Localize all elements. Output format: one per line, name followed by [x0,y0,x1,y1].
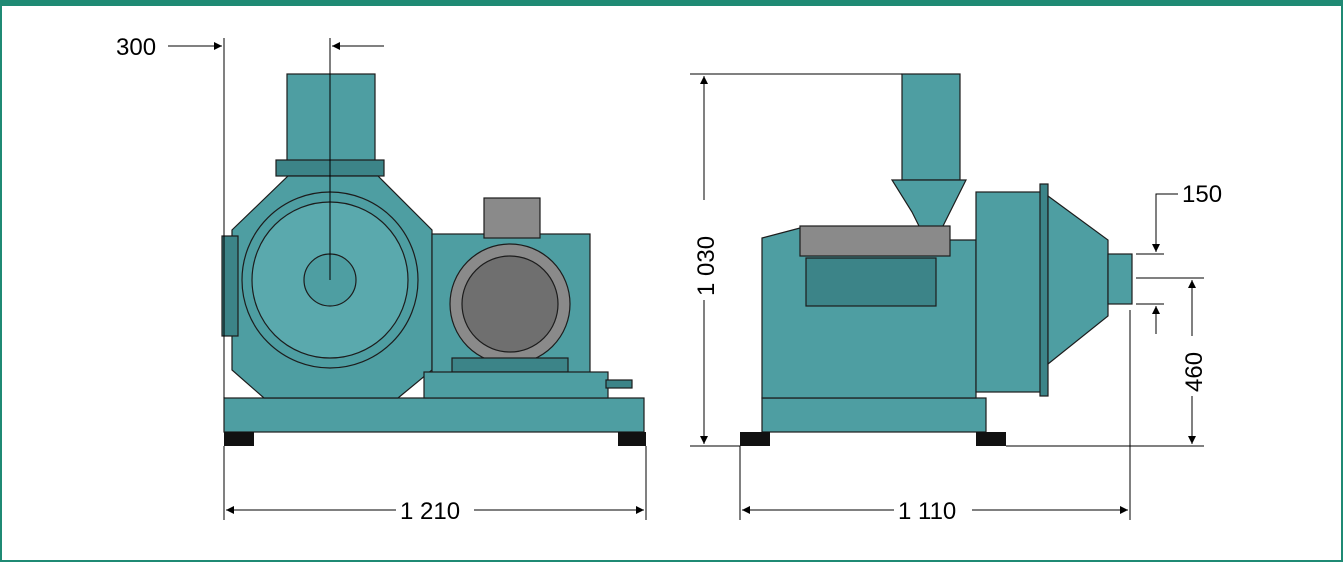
dimension-lines: 300 1 210 1 030 1 110 150 460 [116,34,1222,525]
front-motor-terminal-box [483,197,541,239]
side-outlet-cone [1047,194,1109,366]
dim-150-label: 150 [1182,181,1222,208]
dim-1210-label: 1 210 [400,498,460,525]
side-rotor-disc [975,191,1043,393]
front-motor-slide-rail [423,371,609,399]
front-motor-feet [451,357,569,373]
front-hopper [286,73,376,167]
side-base-plate [761,397,987,433]
side-hopper [901,73,961,181]
front-base-plate [223,397,645,433]
side-hopper-funnel [890,179,967,233]
front-foot-left [224,432,254,446]
dim-1110-label: 1 110 [898,498,956,525]
side-motor-body [799,225,951,257]
side-outlet-pipe [1107,253,1133,305]
dim-150-arrow-top [1152,193,1178,252]
side-foot-right [976,432,1006,446]
front-foot-right [618,432,646,446]
dim-300-label: 300 [116,34,156,61]
front-side-hinge [221,235,239,337]
side-view [740,73,1133,446]
dim-1030-label: 1 030 [693,236,720,296]
front-motor-grille [461,255,559,353]
front-tension-screw [605,379,633,389]
side-disc-flange [1039,183,1049,397]
front-view [221,73,646,446]
side-motor-lower [805,257,937,307]
side-foot-left [740,432,770,446]
dim-460-label: 460 [1181,352,1208,392]
